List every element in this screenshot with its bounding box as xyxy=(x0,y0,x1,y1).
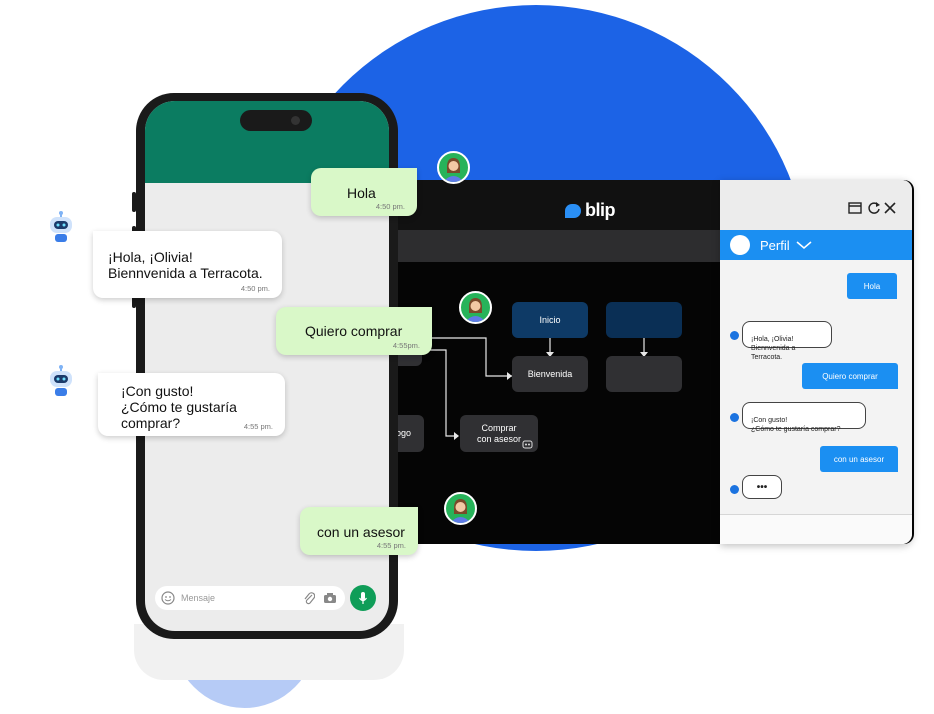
blip-logo-text: blip xyxy=(585,200,616,220)
bubble-text: ¡Hola, ¡Olivia! Biennvenida a Terracota. xyxy=(108,249,263,281)
chevron-down-icon[interactable] xyxy=(796,240,812,250)
camera-icon[interactable] xyxy=(323,592,337,604)
user-avatar xyxy=(437,151,470,184)
emoji-icon[interactable] xyxy=(161,591,175,605)
bubble-time: 4:55 pm. xyxy=(243,422,273,431)
person-icon xyxy=(465,298,486,322)
blip-toolbar xyxy=(394,230,720,262)
mic-button[interactable] xyxy=(350,585,376,611)
chat-bubble-user: Hola 4:50 pm. xyxy=(311,168,417,216)
flow-node-bienvenida[interactable]: Bienvenida xyxy=(512,356,588,392)
message-text: ¡Hola, ¡Olivia! Biennvenida a Terracota. xyxy=(751,336,796,361)
person-icon xyxy=(450,499,471,523)
blip-logo-icon xyxy=(565,203,581,218)
message-text: Hola xyxy=(863,281,881,291)
panel-message-out: Quiero comprar xyxy=(802,363,898,389)
flow-node-empty[interactable] xyxy=(606,302,682,338)
webchat-panel: Perfil Hola ¡Hola, ¡Olivia! Biennvenida … xyxy=(720,180,912,544)
flow-connectors xyxy=(416,337,648,440)
bot-dot-icon xyxy=(730,331,739,340)
bot-dot-icon xyxy=(730,413,739,422)
user-avatar xyxy=(459,291,492,324)
bubble-time: 4:50 pm. xyxy=(240,284,270,293)
phone-notch xyxy=(240,110,312,131)
robot-icon xyxy=(50,211,72,242)
avatar xyxy=(730,235,750,255)
panel-message-in: ¡Con gusto! ¿Cómo te gustaría comprar? xyxy=(742,402,866,433)
flow-node-label: Inicio xyxy=(539,314,561,325)
flow-node-inicio[interactable]: Inicio xyxy=(512,302,588,338)
typing-indicator: ••• xyxy=(742,475,782,499)
bubble-time: 4:55pm. xyxy=(392,341,420,350)
terminal-icon[interactable] xyxy=(848,202,862,214)
panel-message-out: Hola xyxy=(847,273,897,299)
bot-icon xyxy=(522,440,533,449)
bubble-text: Hola xyxy=(347,185,376,201)
chat-bubble-user: Quiero comprar 4:55pm. xyxy=(276,307,432,355)
panel-title: Perfil xyxy=(760,237,790,253)
blip-topbar xyxy=(394,180,720,230)
bubble-text: Quiero comprar xyxy=(305,323,403,339)
flow-node-label: Comprar con asesor xyxy=(476,422,522,444)
flow-node-label: ogo xyxy=(396,428,412,438)
bubble-time: 4:55 pm. xyxy=(376,541,406,550)
message-input[interactable]: Mensaje xyxy=(155,586,345,610)
person-icon xyxy=(443,158,464,182)
bubble-text: con un asesor xyxy=(317,524,405,540)
message-text: Quiero comprar xyxy=(822,371,878,381)
panel-message-in: ¡Hola, ¡Olivia! Biennvenida a Terracota. xyxy=(742,321,832,361)
phone-side-button xyxy=(132,192,136,212)
message-input-placeholder: Mensaje xyxy=(181,593,216,603)
panel-input-area[interactable] xyxy=(720,514,912,544)
typing-dots: ••• xyxy=(756,481,768,493)
flow-node-empty-gray[interactable] xyxy=(606,356,682,392)
refresh-icon[interactable] xyxy=(867,201,881,215)
camera-icon xyxy=(291,116,300,125)
bot-dot-icon xyxy=(730,485,739,494)
mic-icon xyxy=(359,592,367,604)
message-text: con un asesor xyxy=(833,454,885,464)
chat-bubble-user: con un asesor 4:55 pm. xyxy=(300,507,418,555)
panel-message-out: con un asesor xyxy=(820,446,898,472)
message-text: ¡Con gusto! ¿Cómo te gustaría comprar? xyxy=(751,417,841,433)
flow-node-label: Bienvenida xyxy=(527,368,573,379)
chat-bubble-bot: ¡Con gusto! ¿Cómo te gustaría comprar? 4… xyxy=(98,373,285,436)
bubble-text: ¡Con gusto! ¿Cómo te gustaría comprar? xyxy=(121,383,237,431)
bubble-time: 4:50 pm. xyxy=(375,202,405,211)
flow-node-comprar[interactable]: Comprar con asesor xyxy=(460,415,538,452)
robot-icon xyxy=(50,365,72,396)
chat-bubble-bot: ¡Hola, ¡Olivia! Biennvenida a Terracota.… xyxy=(93,231,282,298)
close-icon[interactable] xyxy=(884,202,896,214)
flow-node-partial[interactable]: ogo xyxy=(394,415,424,452)
attach-icon[interactable] xyxy=(303,591,315,605)
blip-logo: blip xyxy=(565,200,616,221)
panel-header[interactable]: Perfil xyxy=(720,230,912,260)
user-avatar xyxy=(444,492,477,525)
